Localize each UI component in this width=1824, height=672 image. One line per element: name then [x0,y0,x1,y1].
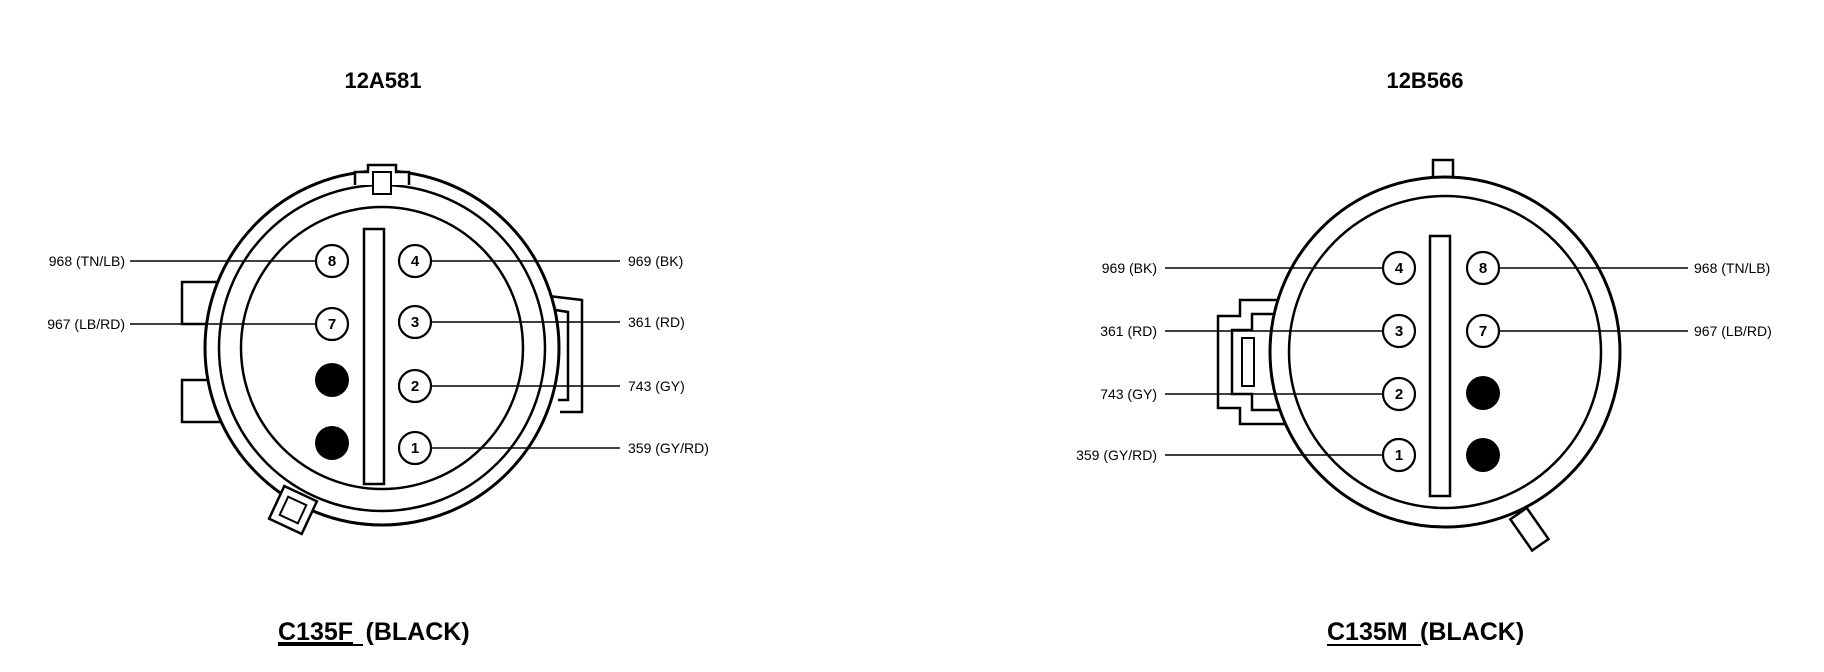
wire-label: 361 (RD) [1100,323,1157,339]
plugged-cavity [315,363,349,397]
center-divider [362,227,386,486]
pin-number: 7 [328,316,336,333]
pin-2-callout: 2 743 (GY) [397,368,685,404]
wire-label: 359 (GY/RD) [628,440,709,456]
pin-number: 4 [411,253,420,270]
connector-body-inner [239,205,525,491]
connector-id: C135F [278,618,353,646]
lock-tab [1241,337,1255,387]
pin-number: 3 [1395,323,1403,340]
pin-number: 1 [1395,447,1403,464]
caption-left: C135F (BLACK) [278,618,470,646]
center-divider [1428,234,1452,498]
wire-label: 968 (TN/LB) [49,253,125,269]
pin-3-callout: 3 361 (RD) [397,304,685,340]
connector-c135m: 12B566 4 969 (BK) 3 361 [1076,68,1772,646]
part-number-left: 12A581 [344,68,421,93]
plugged-cavity [1466,438,1500,472]
pin-number: 2 [411,378,419,395]
pin-number: 8 [328,253,336,270]
wire-label: 361 (RD) [628,314,685,330]
pin-2-callout: 2 743 (GY) [1100,376,1417,412]
lock-housing-inner [1230,312,1290,412]
wire-label: 743 (GY) [1100,386,1157,402]
plugged-cavity [315,426,349,460]
wire-label: 967 (LB/RD) [47,316,125,332]
connector-id: C135M [1327,618,1408,646]
pin-3-callout: 3 361 (RD) [1100,313,1417,349]
pin-7-callout: 7 967 (LB/RD) [47,306,350,342]
pin-4-callout: 4 969 (BK) [1102,250,1417,286]
pin-7-callout: 7 967 (LB/RD) [1465,313,1772,349]
part-number-right: 12B566 [1386,68,1463,93]
wire-label: 969 (BK) [1102,260,1157,276]
connector-color: (BLACK) [366,618,470,646]
bottom-latch [267,484,319,536]
pin-4-callout: 4 969 (BK) [397,243,683,279]
top-key-slot [372,171,392,195]
caption-right: C135M (BLACK) [1327,618,1524,646]
pin-8-callout: 8 968 (TN/LB) [49,243,350,279]
wire-label: 969 (BK) [628,253,683,269]
pin-1-callout: 1 359 (GY/RD) [397,430,709,466]
pin-1-callout: 1 359 (GY/RD) [1076,437,1417,473]
bottom-latch [1508,506,1551,553]
wire-label: 743 (GY) [628,378,685,394]
pin-number: 8 [1479,260,1487,277]
connector-c135f: 12A581 8 968 (TN/LB) [47,68,709,646]
pin-8-callout: 8 968 (TN/LB) [1465,250,1770,286]
pin-number: 1 [411,440,419,457]
lock-housing-outer [1216,298,1290,426]
connector-color: (BLACK) [1420,618,1524,646]
connector-body-inner [1287,194,1603,510]
wire-label: 967 (LB/RD) [1694,323,1772,339]
pin-number: 2 [1395,386,1403,403]
pin-number: 7 [1479,323,1487,340]
wire-label: 968 (TN/LB) [1694,260,1770,276]
wire-label: 359 (GY/RD) [1076,447,1157,463]
pin-number: 3 [411,314,419,331]
pin-number: 4 [1395,260,1404,277]
plugged-cavity [1466,376,1500,410]
